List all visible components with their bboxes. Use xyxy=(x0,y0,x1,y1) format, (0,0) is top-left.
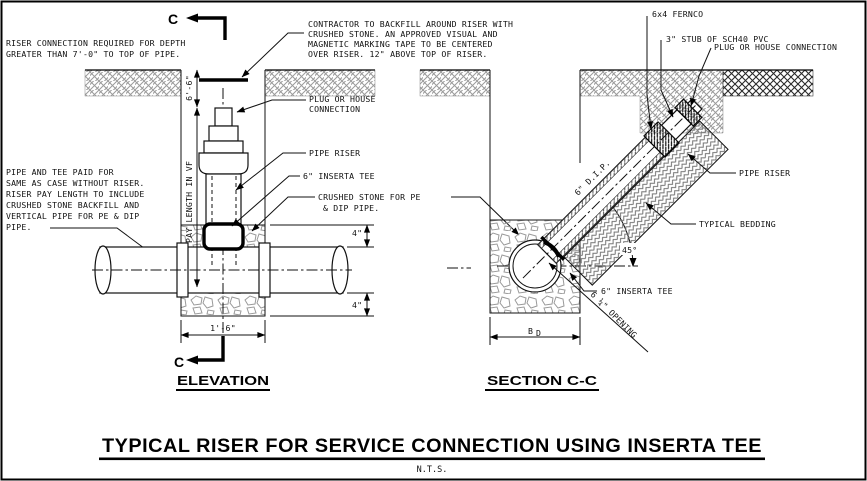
section-cut-bottom: C xyxy=(174,336,225,370)
callout-stub: 3" STUB OF SCH40 PVC xyxy=(660,34,769,118)
angle-arrow xyxy=(629,258,637,267)
leader-backfill xyxy=(241,32,304,78)
angle-label: 45° xyxy=(622,245,637,255)
riser-plug-stub xyxy=(214,107,233,127)
pipe-section-id xyxy=(512,243,558,289)
callout-crushed-stone-line1: CRUSHED STONE FOR PE xyxy=(318,192,421,202)
dim-trench-width: 1'-6" xyxy=(180,320,266,343)
drawing-title: TYPICAL RISER FOR SERVICE CONNECTION USI… xyxy=(102,436,762,457)
note-line: SAME AS CASE WITHOUT RISER. xyxy=(6,178,145,188)
note-backfill: CONTRACTOR TO BACKFILL AROUND RISER WITH… xyxy=(241,19,513,78)
earth-hatch-left xyxy=(419,69,491,97)
callout-plug-line2: CONNECTION xyxy=(309,104,360,114)
callout-pipe-riser: PIPE RISER xyxy=(687,153,790,178)
shaft-walls xyxy=(489,70,581,220)
earth-hatch-left xyxy=(84,69,182,97)
scale-note: N.T.S. xyxy=(417,465,448,475)
callout-bedding-text: TYPICAL BEDDING xyxy=(699,219,776,229)
callout-pipe-riser-text: PIPE RISER xyxy=(309,148,360,158)
callout-fernco: 6x4 FERNCO xyxy=(646,9,703,130)
dim-stone-top: 4" xyxy=(270,224,374,248)
dim-bd: B D xyxy=(489,317,581,345)
dim-stone-bottom-text: 4" xyxy=(352,300,362,310)
inserta-tee-saddle xyxy=(543,240,561,258)
note-riser-depth: RISER CONNECTION REQUIRED FOR DEPTH GREA… xyxy=(6,38,186,59)
section-view-label: SECTION C-C xyxy=(487,373,598,388)
note-line: GREATER THAN 7'-0" TO TOP OF PIPE. xyxy=(6,49,180,59)
section-view: 45° 6" D.I.P. 6x4 FERNCO 3" STUB OF SCH4… xyxy=(419,9,837,391)
cut-letter-top: C xyxy=(168,11,178,27)
earth-hatch-right xyxy=(264,69,376,97)
note-payment: PIPE AND TEE PAID FOR SAME AS CASE WITHO… xyxy=(6,167,157,258)
note-line: VERTICAL PIPE FOR PE & DIP xyxy=(6,211,139,221)
note-line: PIPE AND TEE PAID FOR xyxy=(6,167,114,177)
callout-opening-text: 6 ¼" OPENING xyxy=(589,289,640,340)
callout-crushed-stone: CRUSHED STONE FOR PE & DIP PIPE. xyxy=(251,192,520,236)
riser-bell xyxy=(198,152,249,175)
earth-hatch-dark xyxy=(722,69,814,97)
cut-arrow-top xyxy=(186,13,198,23)
note-line: RISER CONNECTION REQUIRED FOR DEPTH xyxy=(6,38,186,48)
dim-bd-sub: D xyxy=(536,328,541,338)
callout-crushed-stone-line2: & DIP PIPE. xyxy=(323,203,379,213)
dim-trench-width-text: 1'-6" xyxy=(210,323,236,333)
callout-pipe-riser-text: PIPE RISER xyxy=(739,168,790,178)
dim-cover: 6'-6" xyxy=(184,69,201,108)
note-line: MAGNETIC MARKING TAPE TO BE CENTERED xyxy=(308,39,493,49)
callout-inserta-tee: 6" INSERTA TEE xyxy=(569,272,673,296)
callout-inserta-tee-text: 6" INSERTA TEE xyxy=(601,286,673,296)
callout-bedding: TYPICAL BEDDING xyxy=(645,202,776,229)
callout-plug-line1: PLUG OR HOUSE xyxy=(309,94,376,104)
riser-adapter xyxy=(203,140,244,154)
note-line: PIPE. xyxy=(6,222,32,232)
note-line: CRUSHED STONE BACKFILL AND xyxy=(6,200,139,210)
dim-bd-main: B xyxy=(528,326,533,336)
inserta-tee-fitting xyxy=(202,222,245,251)
dim-cover-text: 6'-6" xyxy=(184,75,194,101)
note-line: RISER PAY LENGTH TO INCLUDE xyxy=(6,189,145,199)
elevation-view: 6'-6" PAY LENGTH IN VF 4" 4" 1'-6" C xyxy=(84,11,520,391)
elevation-view-label: ELEVATION xyxy=(177,373,269,388)
callout-pipe-riser: PIPE RISER xyxy=(235,148,360,191)
callout-inserta-tee-text: 6" INSERTA TEE xyxy=(303,171,375,181)
cut-arrow-bottom xyxy=(186,355,198,365)
note-line: CRUSHED STONE. AN APPROVED VISUAL AND xyxy=(308,29,498,39)
callout-plug: PLUG OR HOUSE CONNECTION xyxy=(690,42,837,107)
callout-plug-text: PLUG OR HOUSE CONNECTION xyxy=(714,42,837,52)
dim-stone-top-text: 4" xyxy=(352,228,362,238)
callout-stub-text: 3" STUB OF SCH40 PVC xyxy=(666,34,769,44)
note-line: CONTRACTOR TO BACKFILL AROUND RISER WITH xyxy=(308,19,513,29)
trench-walls xyxy=(180,70,266,225)
riser-coupling xyxy=(208,125,239,142)
note-line: OVER RISER. 12" ABOVE TOP OF RISER. xyxy=(308,49,488,59)
title-underline xyxy=(99,457,765,461)
callout-fernco-text: 6x4 FERNCO xyxy=(652,9,703,19)
title-block: TYPICAL RISER FOR SERVICE CONNECTION USI… xyxy=(99,436,765,475)
cut-letter-bottom: C xyxy=(174,354,184,370)
callout-plug: PLUG OR HOUSE CONNECTION xyxy=(236,94,376,114)
dim-stone-bottom: 4" xyxy=(270,292,374,317)
section-cut-top: C xyxy=(168,11,227,40)
dim-pay-length: PAY LENGTH IN VF xyxy=(184,107,201,288)
dim-pay-length-text: PAY LENGTH IN VF xyxy=(184,161,194,243)
callout-inserta-tee: 6" INSERTA TEE xyxy=(231,171,375,227)
angle-label-bg xyxy=(620,243,646,255)
